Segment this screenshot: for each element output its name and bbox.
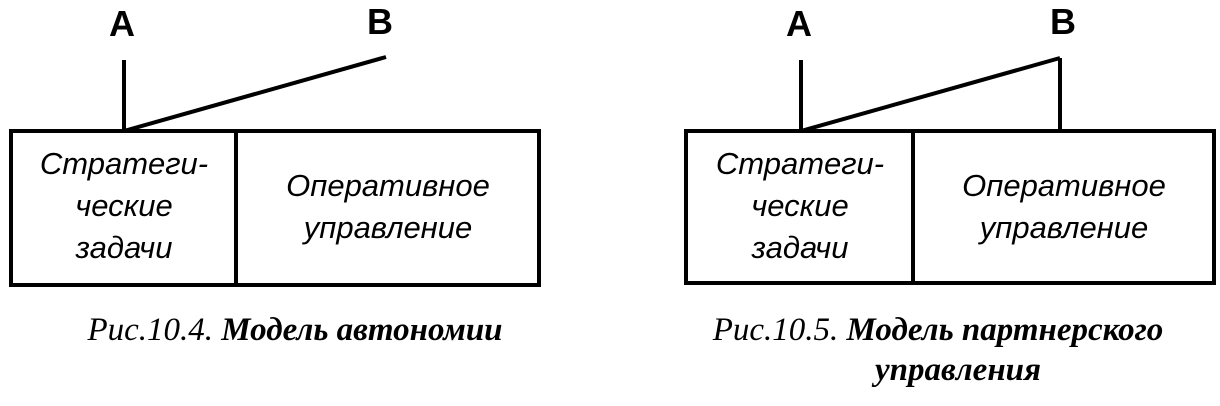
fig2-label-a: A <box>786 3 812 44</box>
fig2-strategic-line-2: ческие <box>751 188 849 223</box>
fig2-line-b-diag <box>800 56 1061 133</box>
fig2-cell-operative: Оперативное управление <box>917 165 1211 249</box>
fig1-operative-line-2: управление <box>303 210 473 245</box>
fig1-cell-strategic: Стратеги- ческие задачи <box>14 143 234 269</box>
figure-2-graphics <box>684 56 1216 285</box>
fig1-outer-box <box>9 129 541 287</box>
figure-1-graphics <box>9 55 541 287</box>
fig2-caption-title-2: управления <box>875 352 1041 388</box>
fig2-cell-strategic: Стратеги- ческие задачи <box>689 143 911 269</box>
fig2-caption-number: Рис.10.5. <box>712 312 839 348</box>
fig2-operative-line-1: Оперативное <box>962 168 1166 203</box>
fig2-outer-box <box>684 129 1216 285</box>
fig1-caption-title: Модель автономии <box>221 312 503 348</box>
fig2-caption-title-1: Модель партнерского <box>846 312 1164 348</box>
fig1-strategic-line-2: ческие <box>75 188 173 223</box>
fig1-operative-line-1: Оперативное <box>286 168 490 203</box>
fig1-strategic-line-3: задачи <box>75 230 173 265</box>
fig2-operative-line-2: управление <box>979 210 1149 245</box>
fig2-label-b: B <box>1050 1 1076 42</box>
fig2-caption-line-2: управления <box>660 350 1216 390</box>
fig2-strategic-line-3: задачи <box>751 230 849 265</box>
fig2-caption: Рис.10.5. Модель партнерского управления <box>660 310 1216 390</box>
fig1-label-b: B <box>367 1 393 42</box>
fig2-caption-line-1: Рис.10.5. Модель партнерского <box>660 310 1216 350</box>
fig1-line-b <box>123 55 387 133</box>
fig1-strategic-line-1: Стратеги- <box>39 146 209 181</box>
fig1-cell-operative: Оперативное управление <box>240 165 536 249</box>
fig1-caption-number: Рис.10.4. <box>87 312 214 348</box>
fig2-strategic-line-1: Стратеги- <box>715 146 885 181</box>
fig1-label-a: A <box>109 3 135 44</box>
fig1-caption: Рис.10.4. Модель автономии <box>30 310 560 350</box>
